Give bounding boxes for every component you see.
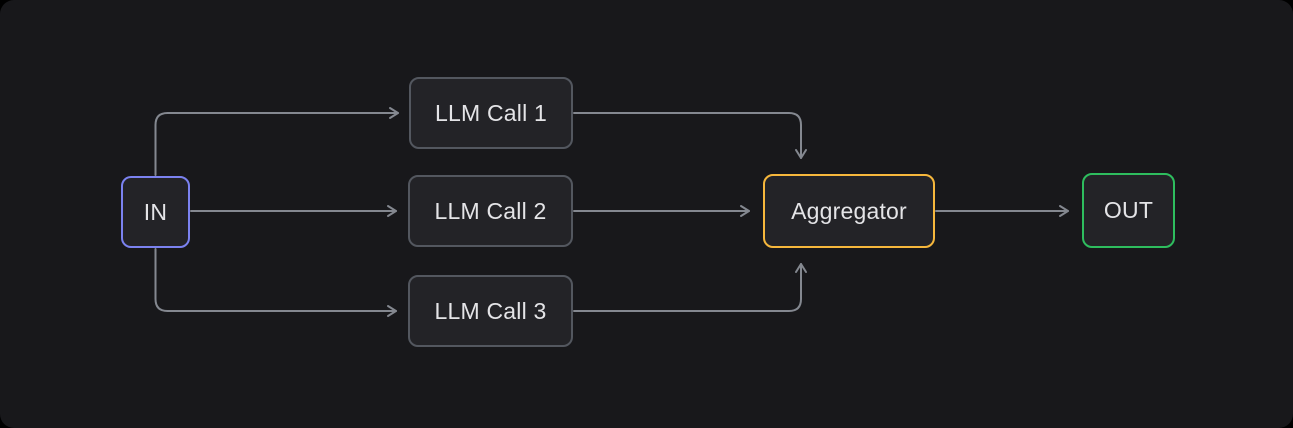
node-out-label: OUT: [1103, 197, 1154, 223]
node-in[interactable]: IN: [121, 176, 190, 248]
edge-llm-call-3-to-aggregator: [573, 263, 807, 312]
edge-llm-call-1-to-aggregator: [573, 112, 807, 159]
edge-in-to-llm-call-1: [154, 107, 399, 176]
node-llm-call-2[interactable]: LLM Call 2: [408, 175, 573, 247]
edge-in-to-llm-call-3: [154, 248, 397, 317]
node-out[interactable]: OUT: [1082, 173, 1175, 248]
node-aggregator-label: Aggregator: [791, 197, 907, 224]
node-llm-call-1[interactable]: LLM Call 1: [409, 77, 573, 149]
node-llm-call-1-label: LLM Call 1: [435, 99, 547, 126]
node-llm-call-3-label: LLM Call 3: [434, 297, 547, 324]
node-llm-call-3[interactable]: LLM Call 3: [408, 275, 573, 347]
node-llm-call-2-label: LLM Call 2: [434, 197, 547, 224]
node-aggregator[interactable]: Aggregator: [763, 174, 935, 248]
node-in-label: IN: [143, 198, 168, 225]
